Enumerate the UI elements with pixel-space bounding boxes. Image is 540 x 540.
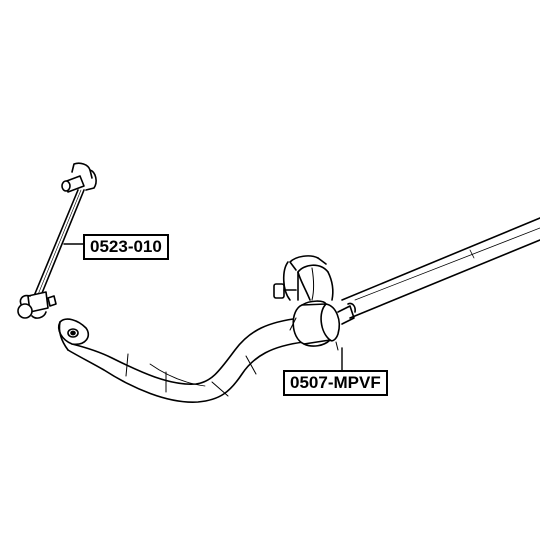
part-number-label-bushing: 0507-MPVF	[283, 370, 388, 396]
stabilizer-bar-curved	[67, 317, 305, 403]
stabilizer-bar-end-eye	[57, 318, 90, 351]
stabilizer-link	[17, 162, 97, 319]
stabilizer-bar-straight	[341, 217, 540, 319]
part-number-label-stabilizer-link: 0523-010	[83, 234, 169, 260]
bushing-assembly	[273, 255, 356, 351]
